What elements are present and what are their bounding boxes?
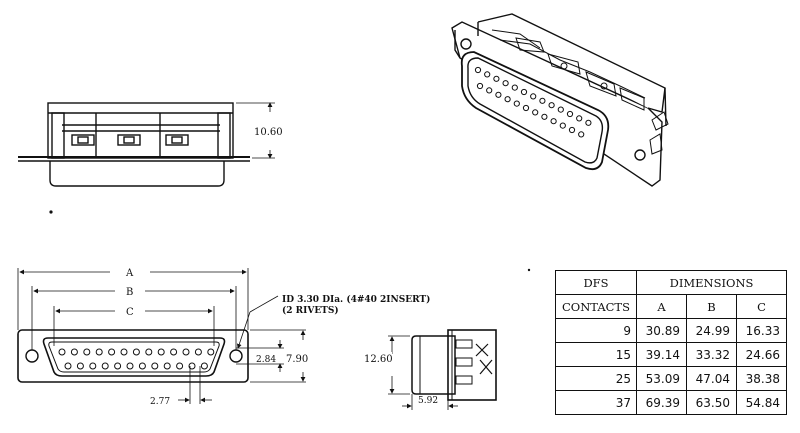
pin-socket (585, 119, 592, 126)
pin-socket (559, 122, 566, 129)
cell-c: 38.38 (736, 366, 787, 391)
pin-socket (70, 348, 78, 356)
pin-socket (550, 118, 557, 125)
pin-socket (120, 348, 128, 356)
pin-socket (114, 362, 122, 370)
header-col-a: A (636, 294, 687, 319)
pin-socket (126, 362, 134, 370)
header-dimensions: DIMENSIONS (636, 270, 787, 295)
hole-note-line1: ID 3.30 DIa. (4#40 2INSERT) (282, 294, 430, 305)
cell-b: 47.04 (686, 366, 737, 391)
header-dfs: DFS (555, 270, 637, 295)
pin-socket (520, 88, 528, 96)
table-row: 25 53.09 47.04 38.38 (555, 366, 787, 391)
pin-socket (83, 348, 91, 356)
pin-socket (194, 348, 202, 356)
dimensions-table: DFS DIMENSIONS CONTACTS A B C 9 30.89 24… (555, 270, 787, 415)
pin-socket (58, 348, 66, 356)
hole-note-line2: (2 RIVETS) (282, 305, 339, 316)
pin-socket (502, 80, 509, 87)
speck (527, 268, 531, 272)
pin-socket (476, 82, 484, 90)
pin-socket (568, 126, 576, 134)
pin-socket (557, 106, 564, 113)
cell-b: 63.50 (686, 390, 737, 415)
cell-c: 54.84 (736, 390, 787, 415)
pin-socket (504, 96, 511, 103)
pin-socket (157, 348, 165, 356)
pin-socket (578, 131, 585, 138)
table-header-row: DFS DIMENSIONS (555, 270, 787, 295)
pin-socket (76, 362, 84, 370)
pin-socket (145, 348, 153, 356)
pin-socket (170, 348, 178, 356)
pin-socket (548, 102, 555, 109)
dim-c-label: C (126, 307, 134, 318)
pin-socket (566, 110, 574, 118)
cell-a: 69.39 (636, 390, 687, 415)
pin-socket (64, 362, 72, 370)
cell-contacts: 37 (555, 390, 637, 415)
pin-socket (576, 115, 583, 122)
pin-socket (474, 66, 482, 74)
pin-socket (151, 362, 159, 370)
end-view (388, 329, 497, 410)
pin-socket (513, 100, 520, 107)
pin-socket (182, 348, 190, 356)
dim-1260-label: 12.60 (364, 354, 393, 365)
cell-b: 33.32 (686, 342, 737, 367)
side-height-label: 10.60 (254, 127, 283, 138)
header-col-b: B (686, 294, 737, 319)
side-view (18, 102, 275, 187)
pin-socket (493, 75, 500, 82)
dim-b-label: B (126, 287, 133, 298)
cell-a: 39.14 (636, 342, 687, 367)
table-row: 37 69.39 63.50 54.84 (555, 390, 787, 415)
pin-socket (108, 348, 116, 356)
pin-socket (539, 97, 546, 104)
pin-socket (532, 109, 539, 116)
header-col-c: C (736, 294, 787, 319)
table-row: 15 39.14 33.32 24.66 (555, 342, 787, 367)
pin-socket (541, 113, 548, 120)
isometric-view (451, 13, 669, 187)
cell-a: 53.09 (636, 366, 687, 391)
pin-socket (486, 87, 493, 94)
pin-socket (132, 348, 140, 356)
pin-socket (207, 348, 215, 356)
header-contacts: CONTACTS (555, 294, 637, 319)
pin-socket (138, 362, 146, 370)
cell-a: 30.89 (636, 318, 687, 343)
pin-socket (522, 104, 530, 112)
dim-277-label: 2.77 (150, 397, 170, 407)
cell-contacts: 25 (555, 366, 637, 391)
pin-socket (163, 362, 171, 370)
table-row: 9 30.89 24.99 16.33 (555, 318, 787, 343)
pin-socket (530, 93, 537, 100)
pin-socket (176, 362, 184, 370)
speck (49, 210, 53, 214)
pin-socket (89, 362, 97, 370)
dim-592-label: 5.92 (418, 396, 438, 406)
pin-socket (188, 362, 196, 370)
pin-socket (495, 91, 502, 98)
cell-b: 24.99 (686, 318, 737, 343)
cell-contacts: 9 (555, 318, 637, 343)
dim-284-label: 2.84 (256, 355, 276, 365)
dim-a-label: A (125, 268, 134, 279)
pin-socket (101, 362, 109, 370)
pin-socket (95, 348, 103, 356)
pin-socket (484, 71, 491, 78)
dim-790-label: 7.90 (286, 354, 308, 365)
pin-socket (200, 362, 208, 370)
pin-socket (511, 84, 518, 91)
cell-contacts: 15 (555, 342, 637, 367)
cell-c: 24.66 (736, 342, 787, 367)
front-view (17, 268, 306, 404)
table-subheader-row: CONTACTS A B C (555, 294, 787, 319)
cell-c: 16.33 (736, 318, 787, 343)
